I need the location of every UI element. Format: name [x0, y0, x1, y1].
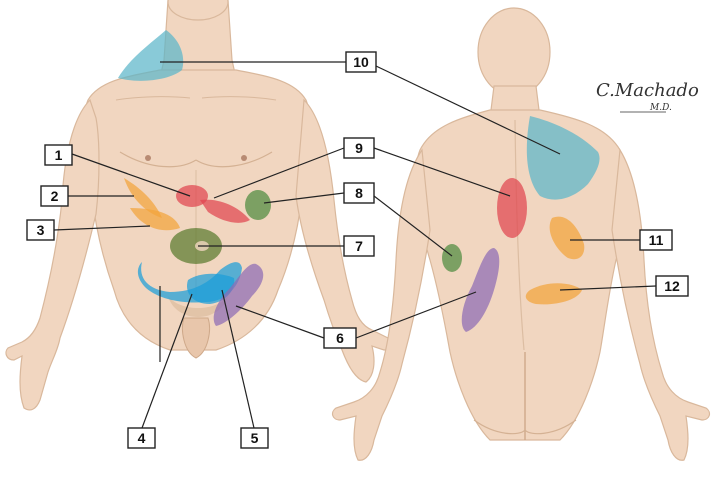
zone-8-back	[442, 244, 462, 272]
callout-11: 11	[640, 230, 672, 250]
callout-2: 2	[41, 186, 68, 206]
callout-3: 3	[27, 220, 54, 240]
callout-label: 1	[55, 147, 63, 163]
artist-signature: C.Machado M.D.	[596, 80, 699, 113]
callout-12: 12	[656, 276, 688, 296]
callout-1: 1	[45, 145, 72, 165]
callout-8: 8	[344, 183, 374, 203]
callout-label: 3	[37, 222, 45, 238]
zone-8-front	[245, 190, 271, 220]
callout-label: 2	[51, 188, 59, 204]
callout-label: 9	[355, 140, 363, 156]
callout-7: 7	[344, 236, 374, 256]
zone-9-back	[497, 178, 527, 238]
callout-label: 8	[355, 185, 363, 201]
callout-label: 4	[138, 430, 146, 446]
callout-label: 11	[649, 232, 664, 248]
callout-10: 10	[346, 52, 376, 72]
callout-4: 4	[128, 428, 155, 448]
callout-label: 7	[355, 238, 363, 254]
callout-label: 12	[664, 278, 680, 294]
callout-label: 5	[251, 430, 259, 446]
back-head	[478, 8, 550, 96]
back-right-arm	[612, 150, 709, 460]
callout-label: 6	[336, 330, 344, 346]
signature-suffix: M.D.	[649, 103, 672, 113]
callout-9: 9	[344, 138, 374, 158]
callout-6: 6	[324, 328, 356, 348]
callout-label: 10	[353, 54, 369, 70]
signature-name: C.Machado	[596, 80, 699, 101]
callout-5: 5	[241, 428, 268, 448]
zone-10-front	[118, 30, 183, 81]
